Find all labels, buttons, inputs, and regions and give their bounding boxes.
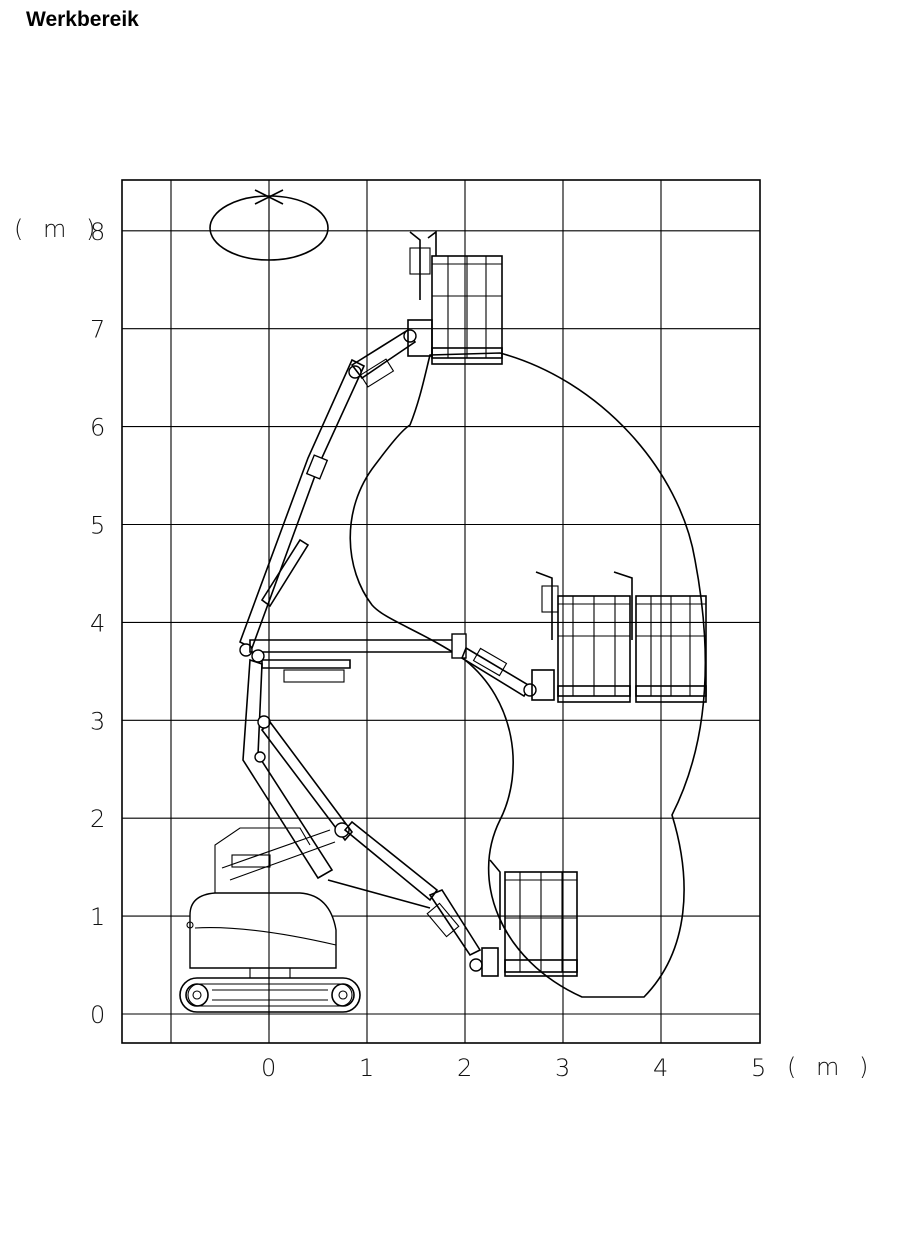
y-tick-label: 7 bbox=[90, 316, 105, 344]
y-tick-label: 0 bbox=[90, 1001, 105, 1029]
basket-horizontal-near bbox=[535, 571, 631, 703]
y-tick-label: 4 bbox=[90, 609, 105, 637]
x-tick-labels: 0 1 2 3 4 5 bbox=[261, 1054, 766, 1082]
x-tick-label: 0 bbox=[261, 1054, 276, 1082]
jib-low bbox=[426, 889, 499, 977]
working-envelope bbox=[349, 352, 706, 998]
grid-frame bbox=[121, 179, 761, 1044]
x-axis-unit: ( m ) bbox=[787, 1053, 874, 1081]
y-tick-labels: 0 1 2 3 4 5 6 7 8 bbox=[90, 218, 105, 1029]
x-tick-label: 3 bbox=[555, 1054, 570, 1082]
basket-top bbox=[409, 230, 503, 365]
crawler-track bbox=[179, 967, 361, 1013]
turret-body bbox=[186, 827, 337, 969]
y-tick-label: 2 bbox=[90, 805, 105, 833]
jib-top bbox=[350, 319, 433, 388]
horizontal-boom bbox=[249, 633, 555, 701]
x-tick-label: 1 bbox=[359, 1054, 374, 1082]
y-tick-label: 8 bbox=[90, 218, 105, 246]
x-tick-label: 2 bbox=[457, 1054, 472, 1082]
y-axis-unit: ( m ) bbox=[14, 215, 101, 243]
page-title: Werkbereik bbox=[26, 8, 139, 31]
y-tick-label: 3 bbox=[90, 707, 105, 735]
y-tick-label: 5 bbox=[90, 512, 105, 540]
main-boom bbox=[239, 358, 366, 657]
y-tick-label: 1 bbox=[90, 903, 105, 931]
x-tick-label: 5 bbox=[751, 1054, 766, 1082]
basket-horizontal-far bbox=[613, 571, 707, 703]
x-tick-label: 4 bbox=[653, 1054, 668, 1082]
y-tick-label: 6 bbox=[90, 414, 105, 442]
basket-low bbox=[489, 859, 578, 977]
lower-boom bbox=[242, 658, 439, 909]
